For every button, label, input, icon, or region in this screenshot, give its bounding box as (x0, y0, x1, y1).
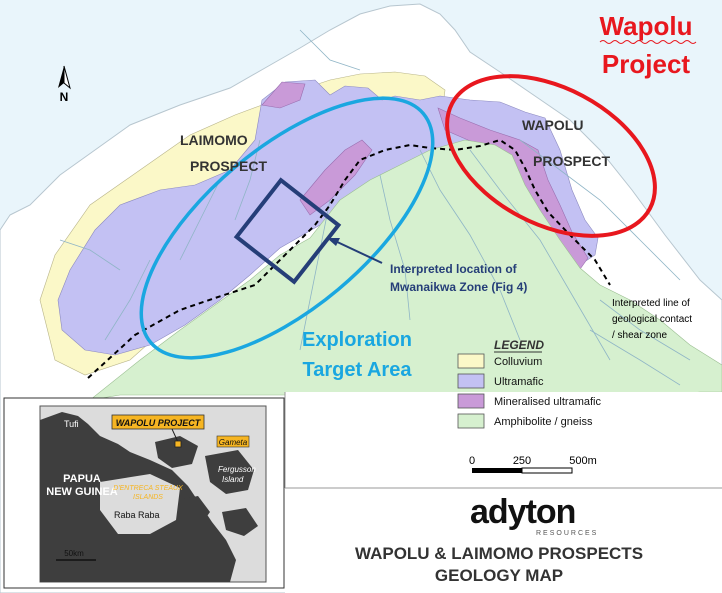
legend-label: Ultramafic (494, 376, 544, 388)
exploration-target-ellipse (139, 96, 435, 360)
svg-text:adyton: adyton (470, 493, 575, 531)
scale-bar-black (472, 468, 522, 473)
inset-dentrecasteaux-line2: ISLANDS (133, 494, 163, 501)
legend-swatch (457, 353, 485, 369)
legend-title: LEGEND (494, 338, 544, 352)
contact-line (87, 138, 611, 379)
inset-island-2 (205, 450, 254, 494)
arrow-head (327, 238, 340, 246)
inset-project-marker (174, 440, 182, 448)
mwanaikwa-label-line2: Mwanaikwa Zone (Fig 4) (390, 280, 527, 294)
project-title-line1: Wapolu (600, 11, 693, 41)
svg-text:RESOURCES: RESOURCES (536, 530, 598, 537)
legend-swatch (457, 413, 485, 429)
inset-gameta: Gameta (219, 438, 248, 447)
mwanaikwa-label-line1: Interpreted location of (390, 262, 518, 276)
scale-tick-250: 250 (513, 455, 531, 467)
contact-label-line1: Interpreted line of (612, 298, 690, 309)
drainage-lines (59, 29, 691, 386)
adyton-logo: adyton RESOURCES (470, 493, 598, 537)
scale-tick-500: 500m (569, 455, 597, 467)
inset-project-label: WAPOLU PROJECT (116, 418, 202, 428)
exploration-label-line1: Exploration (302, 329, 412, 351)
inset-tufi: Tufi (64, 419, 79, 429)
laimomo-label-line1: LAIMOMO (180, 132, 248, 148)
inset-png-line1: PAPUA (63, 473, 101, 485)
wapolu-label-line1: WAPOLU (522, 117, 583, 133)
legend-swatch (457, 373, 485, 389)
inset-scale-label: 50km (64, 549, 84, 558)
exploration-label-line2: Target Area (303, 359, 413, 381)
scale-tick-0: 0 (469, 455, 475, 467)
spellcheck-underline (599, 40, 697, 44)
inset-png-line2: NEW GUINEA (46, 486, 118, 498)
laimomo-label-line2: PROSPECT (190, 158, 267, 174)
project-title-line2: Project (602, 49, 690, 79)
inset-island-4 (222, 508, 258, 536)
contact-label-line2: geological contact (612, 314, 692, 325)
inset-fergusson-line1: Fergusson (218, 465, 256, 474)
legend-swatch (457, 393, 485, 409)
inset-raba: Raba Raba (114, 510, 160, 520)
inset-project-box (111, 414, 205, 430)
wapolu-project-ellipse (445, 74, 657, 238)
north-label: N (60, 90, 69, 104)
mwanaikwa-zone-box (233, 177, 342, 285)
inset-island-3 (176, 496, 210, 526)
mwanaikwa-pointer-arrow (332, 239, 383, 264)
inset-project-leader (171, 428, 179, 443)
inset-sea-inlet (100, 474, 180, 534)
north-arrow-icon (58, 65, 71, 90)
legend-label: Amphibolite / gneiss (494, 416, 593, 428)
map-title-line2: GEOLOGY MAP (435, 566, 563, 585)
mineralised-unit-laimomo (261, 81, 306, 109)
legend-label: Mineralised ultramafic (494, 396, 601, 408)
legend-label: Colluvium (494, 356, 542, 368)
lower-panel (285, 392, 722, 593)
inset-island-1 (155, 436, 198, 468)
contact-label-line3: / shear zone (612, 330, 667, 341)
map-title-line1: WAPOLU & LAIMOMO PROSPECTS (355, 544, 643, 563)
inset-fergusson-line2: Island (222, 475, 244, 484)
inset-dentrecasteaux-line1: D'ENTRECA STEAUX (113, 485, 183, 492)
wapolu-label-line2: PROSPECT (533, 153, 610, 169)
inset-gameta-box (216, 435, 250, 448)
scale-bar-white (521, 467, 573, 474)
